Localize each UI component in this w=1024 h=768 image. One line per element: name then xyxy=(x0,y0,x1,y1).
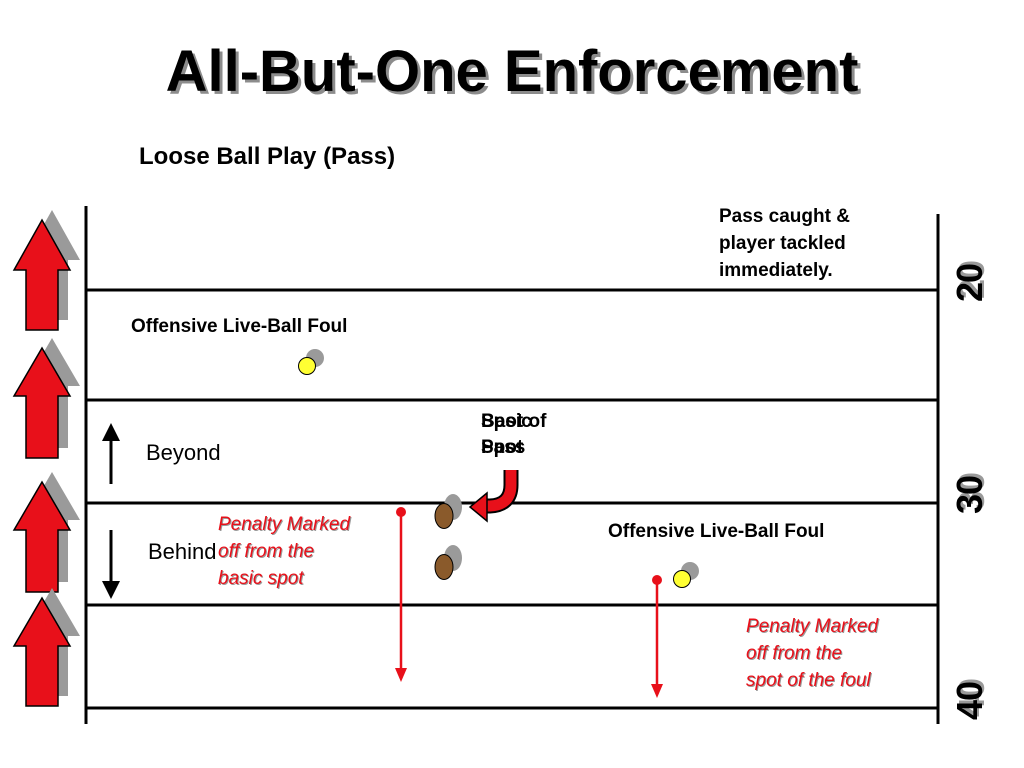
yard-marker-20: 20 xyxy=(949,263,991,303)
basic-spot-label: Basic Spot xyxy=(481,409,532,461)
behind-label: Behind xyxy=(148,539,217,564)
beyond-label: Beyond xyxy=(146,440,221,465)
yard-marker-30: 30 xyxy=(949,475,991,515)
football-pass-spot xyxy=(434,545,462,580)
penalty-foul-line-3: spot of the foul xyxy=(746,670,871,691)
basic-spot-line-1: Basic xyxy=(481,411,532,432)
penalty-basic-line-2: off from the xyxy=(218,541,315,562)
spot-of-pass-line-2: Pass xyxy=(481,437,526,458)
direction-arrow-2 xyxy=(12,338,80,459)
penalty-foul-line-2: off from the xyxy=(746,643,843,664)
direction-arrow-4 xyxy=(12,588,80,707)
pass-caught-note: Pass caught & player tackled immediately… xyxy=(719,203,850,284)
foul-marker-bottom xyxy=(673,562,699,588)
slide-subtitle: Loose Ball Play (Pass) xyxy=(139,143,396,170)
direction-arrow-1 xyxy=(12,210,80,331)
penalty-basic-line-1: Penalty Marked xyxy=(218,514,351,535)
foul-marker-top xyxy=(298,349,324,375)
penalty-line-foul-spot xyxy=(651,575,663,698)
penalty-basic-line-3: basic spot xyxy=(218,568,304,589)
basic-spot-pointer-arrow xyxy=(468,470,519,523)
spot-of-pass-label: Spot of Pass xyxy=(481,409,546,461)
direction-arrow-3 xyxy=(12,472,80,593)
spot-of-pass-line-1: Spot of xyxy=(481,411,547,432)
penalty-foul-spot-label: Penalty Marked off from the spot of the … xyxy=(746,613,878,694)
offensive-foul-label-top: Offensive Live-Ball Foul xyxy=(131,316,348,337)
pass-note-line-3: immediately. xyxy=(719,260,833,281)
slide-title: All-But-One Enforcement xyxy=(165,39,859,104)
offensive-foul-label-bottom: Offensive Live-Ball Foul xyxy=(608,521,825,542)
football-basic-spot xyxy=(434,494,462,529)
pass-note-line-2: player tackled xyxy=(719,233,846,254)
penalty-line-basic-spot xyxy=(395,507,407,682)
yard-marker-40: 40 xyxy=(949,681,991,721)
penalty-basic-spot-label: Penalty Marked off from the basic spot xyxy=(218,511,350,592)
basic-spot-line-2: Spot xyxy=(481,437,524,458)
penalty-foul-line-1: Penalty Marked xyxy=(746,616,879,637)
pass-note-line-1: Pass caught & xyxy=(719,206,850,227)
